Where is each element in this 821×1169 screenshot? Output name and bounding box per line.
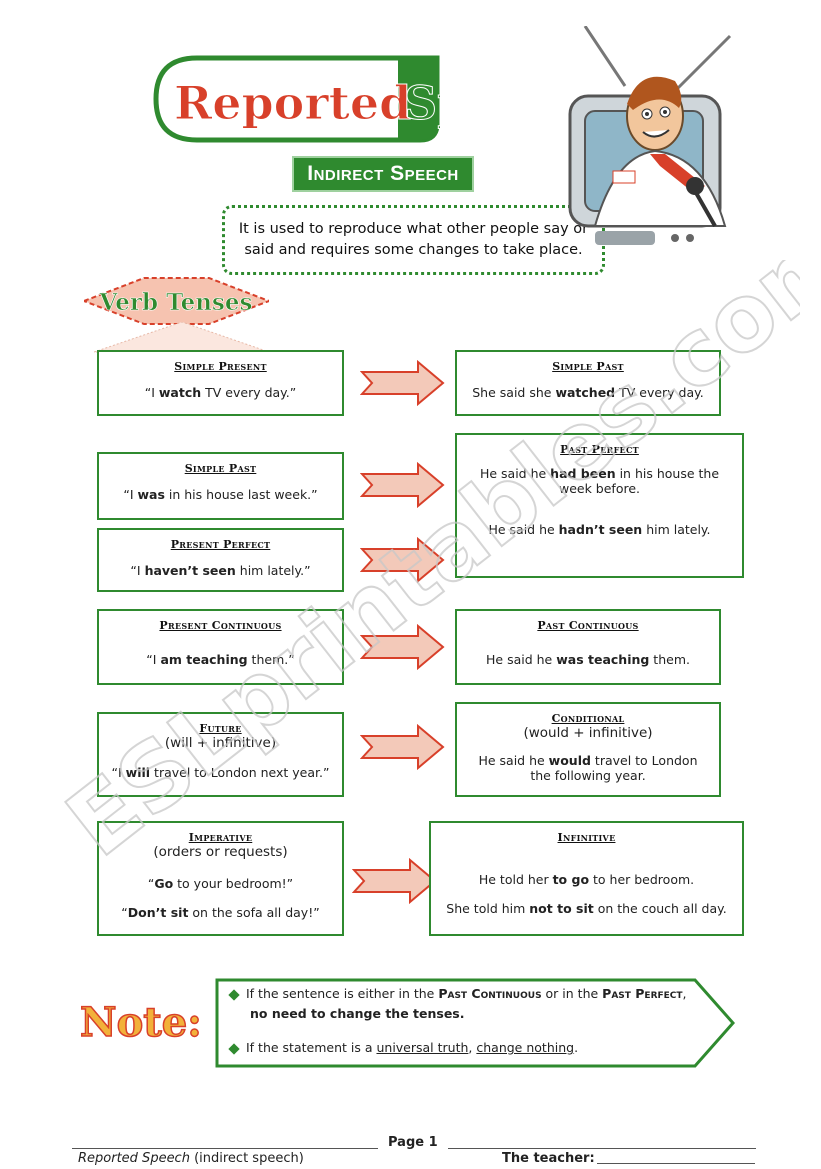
example-sentence: “I watch TV every day.” xyxy=(144,385,297,400)
tense-title: Past Perfect xyxy=(560,443,639,456)
tense-title: Simple Present xyxy=(174,360,267,373)
example-sentence: “I was in his house last week.” xyxy=(123,487,318,502)
example-sentence: “Go to your bedroom!” xyxy=(147,876,294,891)
tense-title: Past Continuous xyxy=(537,619,639,632)
tense-box-imperative: Imperative (orders or requests) “Go to y… xyxy=(97,821,344,936)
tense-box-present-continuous: Present Continuous “I am teaching them.” xyxy=(97,609,344,685)
arrow-icon xyxy=(360,462,445,508)
verb-tenses-label: Verb Tenses xyxy=(81,276,272,326)
definition-text: It is used to reproduce what other peopl… xyxy=(238,221,589,258)
tense-box-simple-present: Simple Present “I watch TV every day.” xyxy=(97,350,344,416)
example-sentence: She told him not to sit on the couch all… xyxy=(446,901,727,916)
tense-title: Present Continuous xyxy=(159,619,282,632)
note-label: Note: xyxy=(78,990,218,1050)
subtitle: Indirect Speech xyxy=(292,156,474,192)
tense-formula: (orders or requests) xyxy=(153,844,288,860)
teacher-signature-line xyxy=(597,1163,755,1164)
reporter-illustration xyxy=(555,25,740,258)
tense-box-simple-past: Simple Past “I was in his house last wee… xyxy=(97,452,344,520)
tense-title: Future xyxy=(199,722,242,735)
footer-doc-title: Reported Speech (indirect speech) xyxy=(78,1151,304,1166)
note-item-1: If the sentence is either in the Past Co… xyxy=(228,986,710,1001)
note-box-shape xyxy=(215,978,736,1068)
arrow-icon xyxy=(360,624,445,670)
example-sentence: She said she watched TV every day. xyxy=(472,385,704,400)
tense-box-present-perfect: Present Perfect “I haven’t seen him late… xyxy=(97,528,344,592)
example-sentence: He told her to go to her bedroom. xyxy=(478,872,695,887)
title-banner: Reported Speech xyxy=(152,54,590,144)
definition-box: It is used to reproduce what other peopl… xyxy=(222,205,605,275)
arrow-icon xyxy=(360,360,445,406)
tense-box-infinitive-result: Infinitive He told her to go to her bedr… xyxy=(429,821,744,936)
bullet-diamond-icon xyxy=(228,988,240,1001)
title-reported: Reported xyxy=(174,76,411,130)
example-sentence: He said he had been in his house the wee… xyxy=(479,466,720,496)
note-item-2: If the statement is a universal truth, c… xyxy=(228,1040,710,1055)
tense-box-simple-past-result: Simple Past She said she watched TV ever… xyxy=(455,350,721,416)
tense-box-past-perfect-result: Past Perfect He said he had been in his … xyxy=(455,433,744,578)
footer-rule-left xyxy=(72,1148,378,1149)
arrow-icon xyxy=(352,858,437,904)
example-sentence: “I will travel to London next year.” xyxy=(111,765,330,780)
tense-title: Infinitive xyxy=(557,831,616,844)
footer-rule-right xyxy=(448,1148,756,1149)
tense-box-future: Future (will + infinitive) “I will trave… xyxy=(97,712,344,797)
tense-box-past-continuous-result: Past Continuous He said he was teaching … xyxy=(455,609,721,685)
tense-box-conditional-result: Conditional (would + infinitive) He said… xyxy=(455,702,721,797)
tense-formula: (will + infinitive) xyxy=(164,735,277,751)
tense-formula: (would + infinitive) xyxy=(523,725,653,741)
verb-tenses-text: Verb Tenses xyxy=(99,289,253,316)
example-sentence: “I am teaching them.” xyxy=(146,652,295,667)
tense-title: Simple Past xyxy=(552,360,624,373)
example-sentence: He said he would travel to London the fo… xyxy=(478,753,698,783)
page-number: Page 1 xyxy=(388,1135,438,1150)
tense-title: Present Perfect xyxy=(170,538,271,551)
note-item-1-cont: no need to change the tenses. xyxy=(250,1006,465,1021)
example-sentence: He said he hadn’t seen him lately. xyxy=(488,522,711,537)
title-banner-shape: Reported Speech xyxy=(153,55,590,143)
tense-title: Imperative xyxy=(188,831,253,844)
example-sentence: He said he was teaching them. xyxy=(486,652,690,667)
footer-teacher-label: The teacher: xyxy=(502,1151,595,1166)
title-speech: Speech xyxy=(404,76,440,130)
bullet-diamond-icon xyxy=(228,1042,240,1055)
arrow-icon xyxy=(360,724,445,770)
example-sentence: “I haven’t seen him lately.” xyxy=(130,563,311,578)
arrow-icon xyxy=(360,537,445,583)
example-sentence: “Don’t sit on the sofa all day!” xyxy=(121,905,320,920)
tense-title: Conditional xyxy=(551,712,625,725)
tense-title: Simple Past xyxy=(184,462,257,475)
note-text: Note: xyxy=(80,999,202,1046)
